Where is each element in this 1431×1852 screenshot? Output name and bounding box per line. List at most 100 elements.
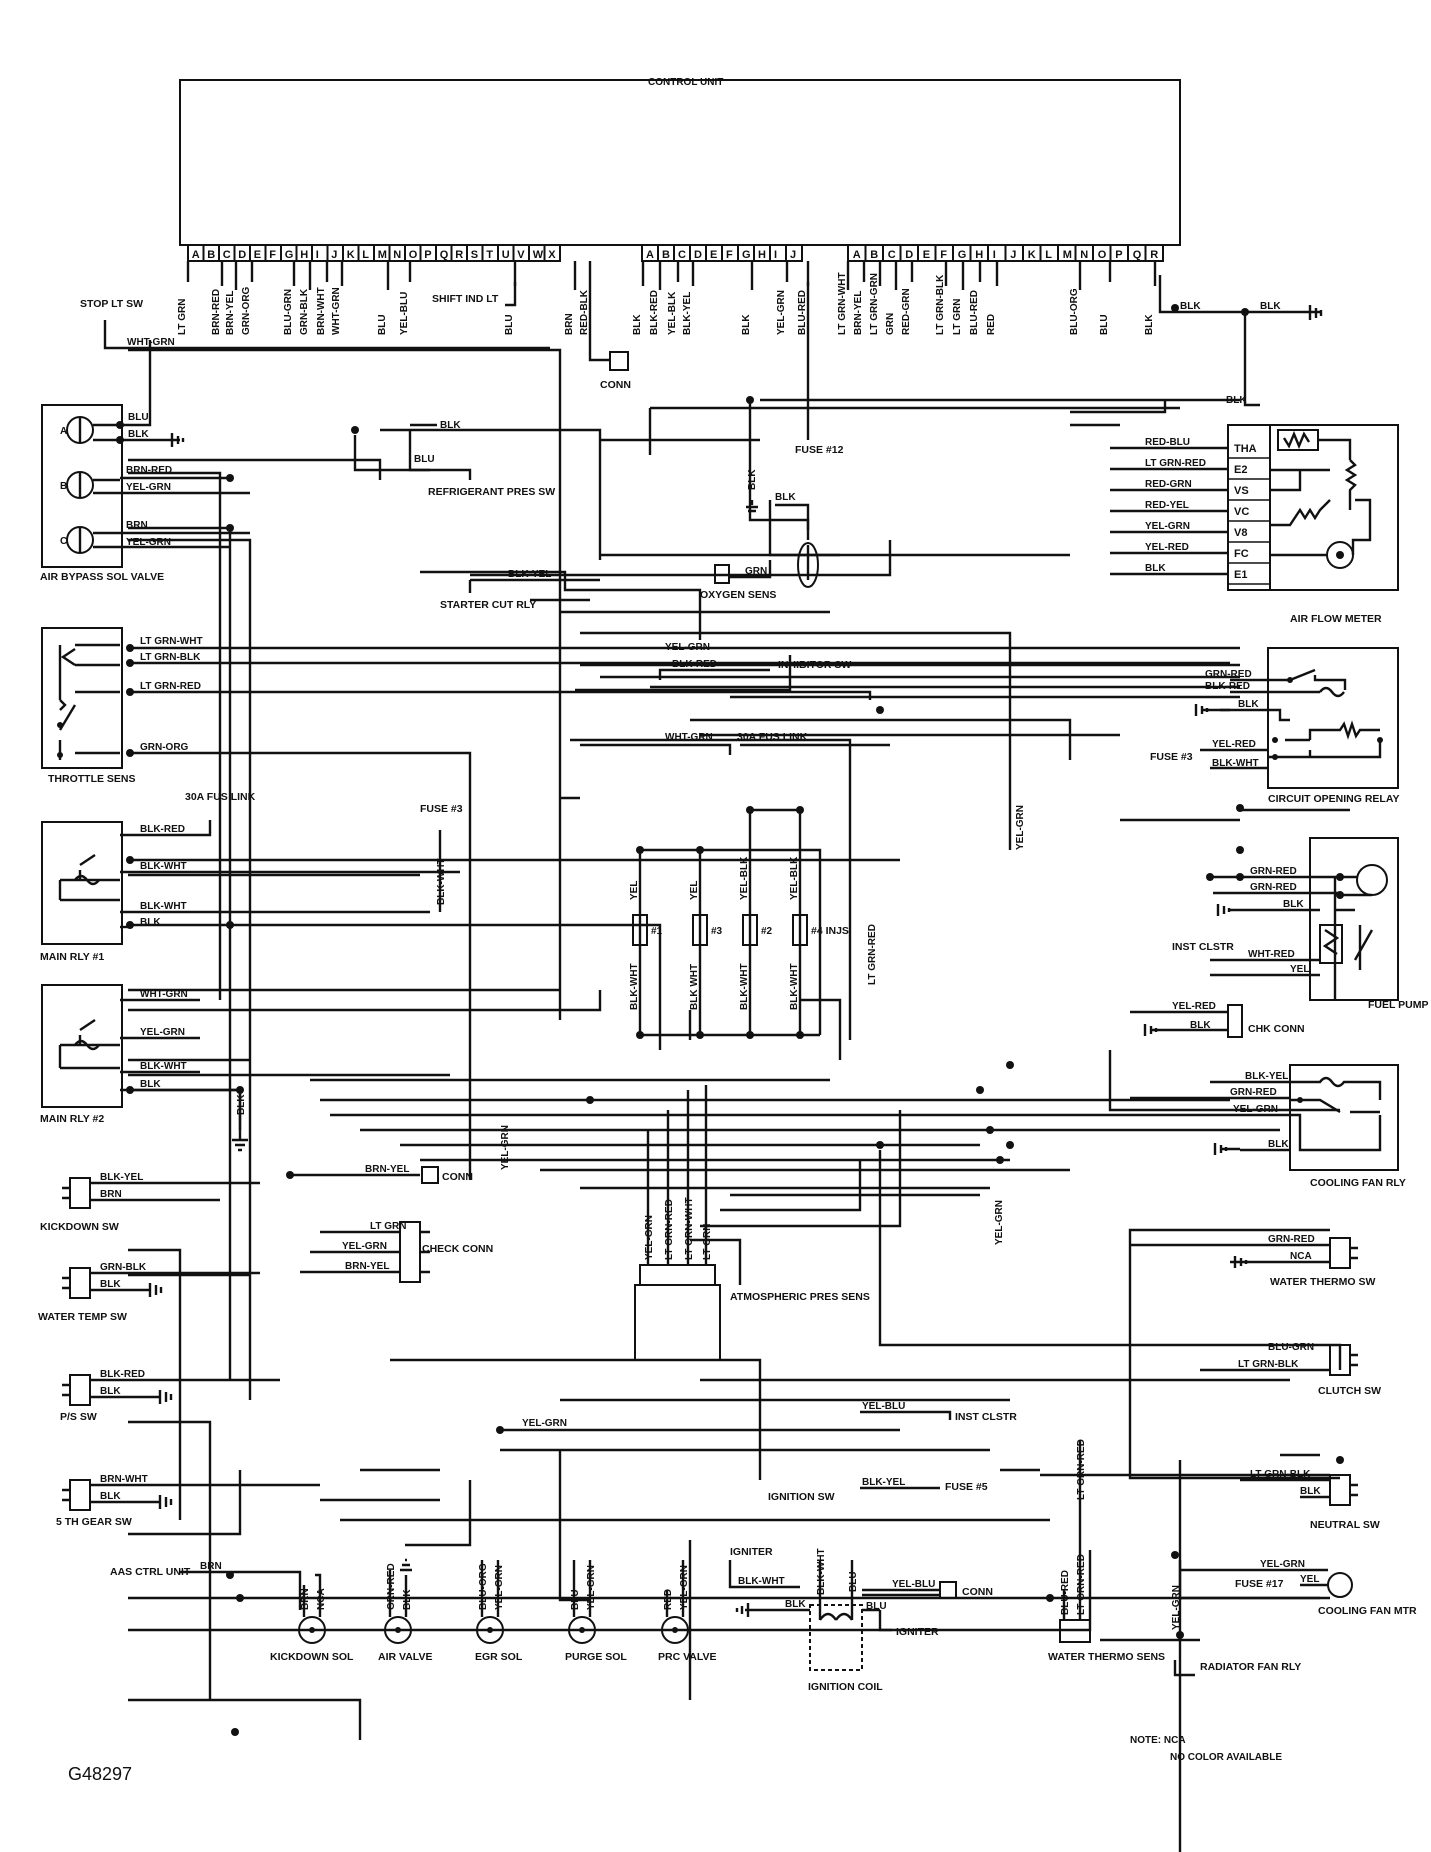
row1-pin-c: C (223, 249, 231, 261)
stop-lt-sw-label: STOP LT SW (80, 298, 143, 310)
inj-bw3-label: BLK-WHT (739, 963, 750, 1010)
shift-ind-lt: SHIFT IND LT (432, 282, 517, 307)
atmospheric-box (634, 1284, 721, 1361)
n-blk-label: BLK (1300, 1486, 1321, 1497)
air-valve: GRN-RED BLK AIR VALVE (378, 1558, 432, 1663)
row1-pin-l: L (362, 249, 369, 261)
row1-pin-e: E (254, 249, 261, 261)
fuse3-blk-wht-label: BLK-WHT (436, 858, 447, 905)
cu-wire-label-20: LT GRN-WHT (837, 272, 848, 335)
row1-pin-a: A (192, 249, 200, 261)
n-lt-grn-blk-label: LT GRN-BLK (1250, 1469, 1311, 1480)
fuse-12-label: FUSE #12 (795, 444, 844, 456)
cu-wire-label-9: YEL-BLU (399, 292, 410, 335)
air-bypass-label: AIR BYPASS SOL VALVE (40, 571, 164, 583)
main-rly-2-label: MAIN RLY #2 (40, 1113, 104, 1125)
cc-yel-grn-label: YEL-GRN (342, 1241, 387, 1252)
fus-link-30a-label: 30A FUS LINK (737, 731, 808, 743)
cu-wire-label-11: BRN (564, 313, 575, 335)
inj-bw1-label: BLK-WHT (629, 963, 640, 1010)
cu-wire-label-23: GRN (885, 313, 896, 335)
aas-ctrl-label: AAS CTRL UNIT (110, 1566, 191, 1578)
ig-blk-label: BLK (785, 1599, 806, 1610)
yel-grn-right-vert-label: YEL-GRN (994, 1200, 1005, 1245)
wire-network (128, 348, 1350, 1852)
row2-pin-j-cell (785, 244, 803, 262)
row2-pin-h: H (758, 249, 766, 261)
neutral-sw-label: NEUTRAL SW (1310, 1519, 1380, 1531)
starter-cut-rly: BLK-YEL STARTER CUT RLY (440, 569, 600, 611)
conn-bottom-label: CONN (962, 1586, 993, 1598)
blk-ground-label-2: BLK (1260, 301, 1281, 312)
cor-blk-label: BLK (1238, 699, 1259, 710)
pg-yel-grn-label: YEL-GRN (586, 1565, 597, 1610)
chk-conn-label: CHK CONN (1248, 1023, 1305, 1035)
main-rly-1-box (41, 821, 123, 945)
chk-blk-label: BLK (1190, 1020, 1211, 1031)
injectors: YEL YEL YEL-BLK YEL-BLK BLK-WHT BLK WHT … (629, 856, 849, 1010)
inst-clstr-label: INST CLSTR (1172, 941, 1234, 953)
main-rly-1-label: MAIN RLY #1 (40, 951, 104, 963)
cu-wire-label-28: RED (986, 314, 997, 335)
row1-pin-w: W (533, 249, 544, 261)
row1-pin-s: S (471, 249, 478, 261)
inst-clstr-2: YEL-BLU INST CLSTR YEL-GRN (522, 1401, 1017, 1429)
cooling-fan-rly: BLK-YEL GRN-RED YEL-GRN BLK COOLING FAN … (1130, 1064, 1406, 1189)
row2-pin-b: B (662, 249, 670, 261)
water-thermo-sens: BLU-RED LT GRN-RED LT GRN-RED WATER THER… (1048, 1439, 1165, 1663)
cu-wire-label-21: BRN-YEL (853, 291, 864, 335)
row3-pin-i-cell (987, 244, 1007, 262)
cfr-grn-red-label: GRN-RED (1230, 1087, 1277, 1098)
afm-wire-label-2: RED-GRN (1145, 479, 1192, 490)
row3-pin-l: L (1045, 249, 1052, 261)
row3-pin-k: K (1028, 249, 1036, 261)
cu-wire-label-3: GRN-ORG (241, 286, 252, 335)
wt-grn-blk-label: GRN-BLK (100, 1262, 147, 1273)
fuel-pump-box (1309, 837, 1399, 1001)
row1-pin-g: G (285, 249, 294, 261)
cu-wire-label-12: RED-BLK (579, 289, 590, 335)
cu-wire-label-8: BLU (377, 314, 388, 335)
valve-c-label: C (60, 536, 67, 547)
chk-conn: YEL-RED BLK CHK CONN (1130, 1001, 1305, 1038)
fuse-3-left: FUSE #3 BLK-WHT (420, 803, 463, 912)
igniter-top-label: IGNITER (730, 1546, 773, 1558)
afm-pin-tha: THA (1234, 443, 1257, 455)
fp-grn-red2-label: GRN-RED (1250, 882, 1297, 893)
air-bypass-box (41, 404, 123, 568)
fp-blk-label: BLK (1283, 899, 1304, 910)
wts-grn-red-label: GRN-RED (1268, 1234, 1315, 1245)
fuse-12: FUSE #12 BLK BLK (648, 282, 1070, 588)
fus-link-30a-2-label: 30A FUS LINK (185, 791, 256, 803)
check-conn: LT GRN YEL-GRN BRN-YEL CHECK CONN (300, 1221, 493, 1283)
mr2-wht-grn-label: WHT-GRN (140, 989, 188, 1000)
cu-wire-label-5: GRN-BLK (299, 288, 310, 335)
fp-grn-red-label: GRN-RED (1250, 866, 1297, 877)
afm-pin-v8: V8 (1234, 527, 1247, 539)
row3-pin-d: D (905, 249, 913, 261)
oxygen-sens-label: OXYGEN SENS (700, 589, 776, 601)
inj-3-label: #3 (711, 926, 723, 937)
inst-clstr-2-label: INST CLSTR (955, 1411, 1017, 1423)
row2-pin-i-cell (769, 244, 787, 262)
brn-yel-conn-label: BRN-YEL (365, 1164, 409, 1175)
row3-pin-o: O (1098, 249, 1107, 261)
row3-pin-a: A (853, 249, 861, 261)
row1-pin-o: O (409, 249, 418, 261)
cu-wire-label-24: RED-GRN (901, 288, 912, 335)
inh-blk-red-label: BLK-RED (672, 659, 717, 670)
cu-wire-label-14: BLK-RED (649, 290, 660, 335)
fp-wht-red-label: WHT-RED (1248, 949, 1295, 960)
row1-pin-b: B (207, 249, 215, 261)
afm-wire-label-6: BLK (1145, 563, 1166, 574)
injs-label: #4 INJS (811, 925, 849, 937)
ignition-coil-box (809, 1604, 863, 1671)
row1-pin-m: M (378, 249, 387, 261)
row1-pin-n: N (393, 249, 401, 261)
row1-pin-p: P (424, 249, 431, 261)
ts-grn-org-label: GRN-ORG (140, 742, 189, 753)
oxygen-sens: GRN OXYGEN SENS (700, 560, 776, 601)
